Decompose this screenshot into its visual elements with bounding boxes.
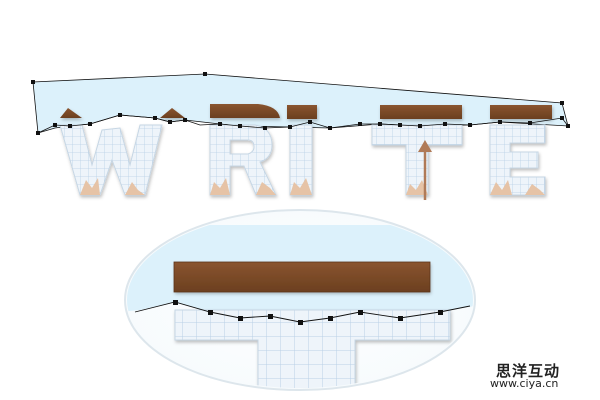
anchor-point-icon[interactable] (438, 310, 443, 315)
letter-e[interactable] (489, 105, 552, 196)
anchor-point-icon[interactable] (528, 121, 532, 125)
anchor-point-icon[interactable] (268, 314, 273, 319)
anchor-point-icon[interactable] (238, 316, 243, 321)
anchor-point-icon[interactable] (443, 122, 447, 126)
anchor-point-icon[interactable] (31, 80, 35, 84)
watermark-site-name: 思洋互动 (496, 362, 561, 380)
arrow-up-icon (418, 140, 432, 200)
wood-plank (174, 262, 430, 292)
anchor-point-icon[interactable] (498, 120, 502, 124)
anchor-point-icon[interactable] (88, 122, 92, 126)
anchor-point-icon[interactable] (36, 131, 40, 135)
anchor-point-icon[interactable] (566, 124, 570, 128)
anchor-point-icon[interactable] (378, 122, 382, 126)
anchor-point-icon[interactable] (358, 122, 362, 126)
anchor-point-icon[interactable] (118, 113, 122, 117)
letter-i[interactable] (287, 105, 317, 196)
zoomed-letter-t (174, 309, 451, 388)
anchor-point-icon[interactable] (288, 125, 292, 129)
anchor-point-icon[interactable] (328, 316, 333, 321)
anchor-point-icon[interactable] (308, 120, 312, 124)
zoom-view (124, 209, 476, 391)
anchor-point-icon[interactable] (183, 118, 187, 122)
anchor-point-icon[interactable] (203, 72, 207, 76)
anchor-point-icon[interactable] (53, 123, 57, 127)
anchor-point-icon[interactable] (168, 120, 172, 124)
anchor-point-icon[interactable] (238, 124, 242, 128)
anchor-point-icon[interactable] (358, 310, 363, 315)
anchor-point-icon[interactable] (298, 320, 303, 325)
anchor-point-icon[interactable] (263, 126, 267, 130)
anchor-point-icon[interactable] (468, 123, 472, 127)
watermark-url: www.ciya.cn (490, 377, 559, 390)
anchor-point-icon[interactable] (398, 316, 403, 321)
anchor-point-icon[interactable] (418, 124, 422, 128)
letter-w[interactable] (59, 108, 185, 196)
main-view (31, 72, 570, 200)
letter-r[interactable] (209, 104, 280, 196)
anchor-points[interactable] (31, 72, 570, 135)
anchor-point-icon[interactable] (218, 122, 222, 126)
anchor-point-icon[interactable] (560, 101, 564, 105)
anchor-point-icon[interactable] (208, 310, 213, 315)
anchor-point-icon[interactable] (398, 123, 402, 127)
anchor-point-icon[interactable] (68, 124, 72, 128)
anchor-point-icon[interactable] (560, 116, 564, 120)
anchor-point-icon[interactable] (328, 126, 332, 130)
anchor-point-icon[interactable] (173, 300, 178, 305)
anchor-point-icon[interactable] (153, 116, 157, 120)
zoom-anchor-points[interactable] (173, 300, 443, 325)
letter-t[interactable] (371, 105, 463, 196)
